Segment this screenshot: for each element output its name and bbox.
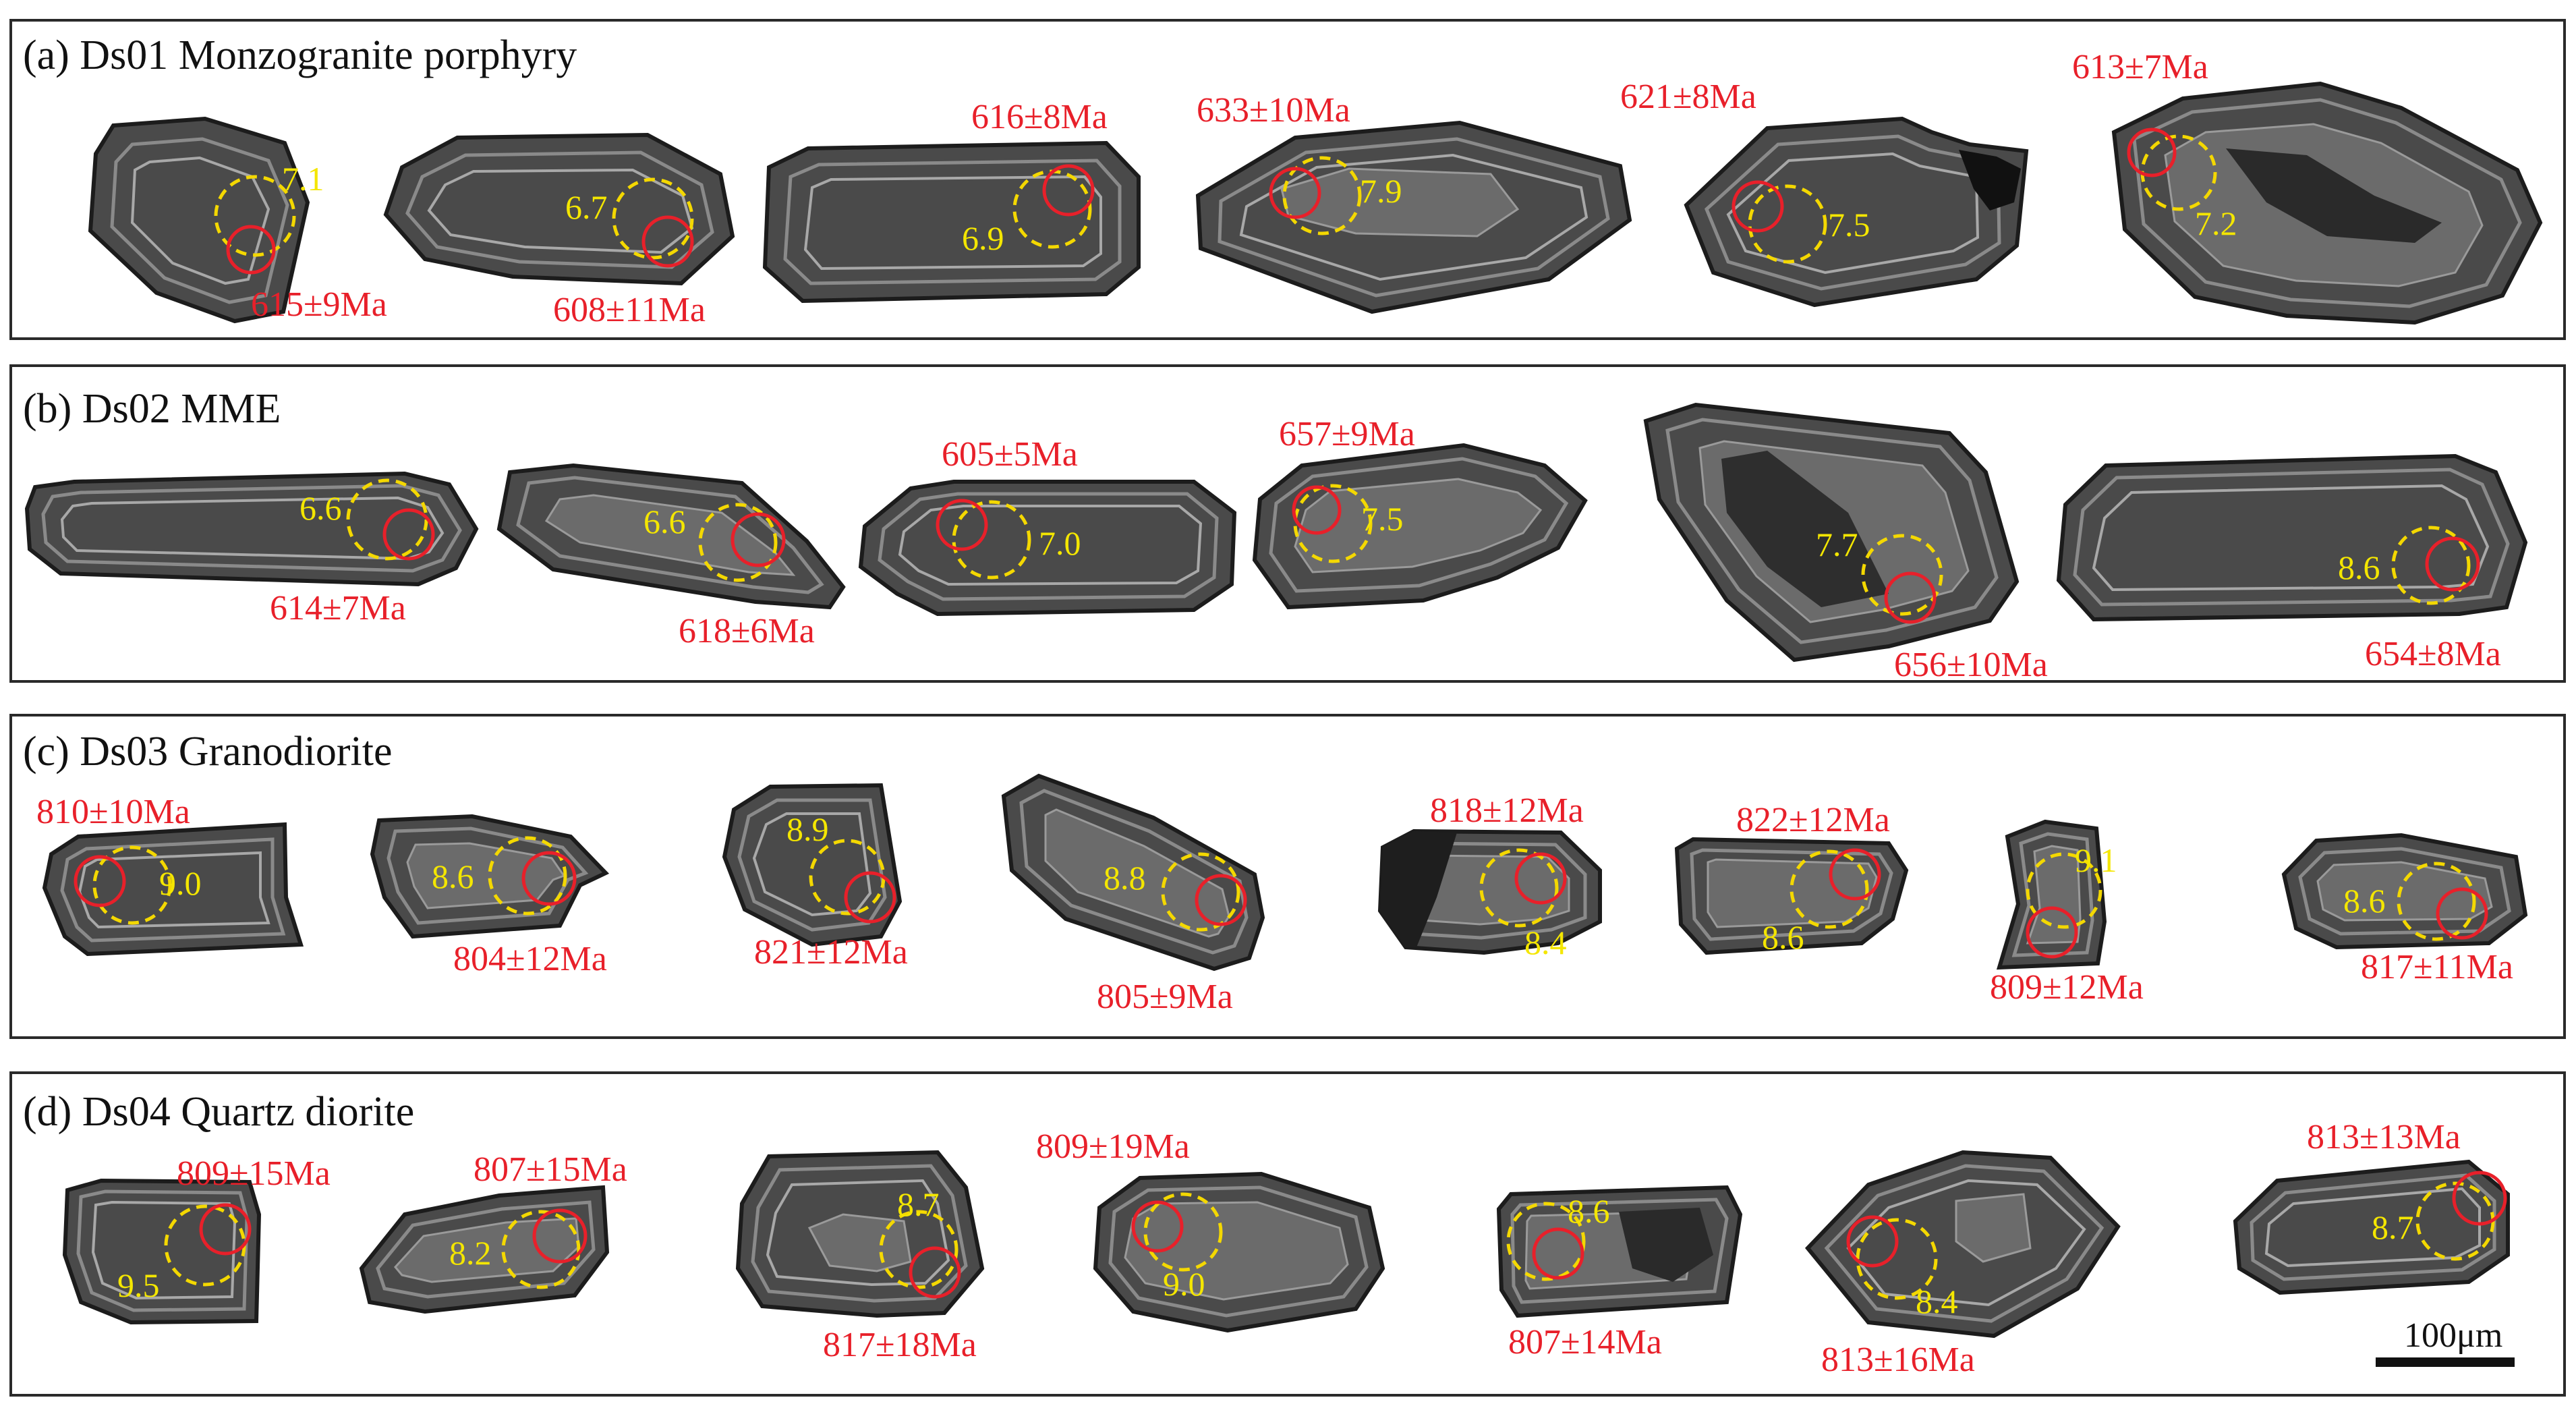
hf-value: 6.6 — [643, 503, 686, 540]
panel-c: (c) Ds03 Granodiorite 9.0 810±10Ma 8.6 8… — [9, 714, 2566, 1039]
hf-value: 8.4 — [1916, 1283, 1958, 1320]
hf-value: 7.9 — [1360, 172, 1402, 210]
grain-c7: 9.1 809±12Ma — [1990, 819, 2144, 1007]
hf-value: 8.6 — [2343, 882, 2386, 920]
age-label: 809±15Ma — [177, 1154, 331, 1193]
age-label: 618±6Ma — [679, 612, 815, 650]
hf-value: 6.9 — [962, 219, 1004, 257]
grain-c2: 8.6 804±12Ma — [370, 814, 610, 978]
age-label: 810±10Ma — [36, 793, 190, 831]
hf-value: 8.6 — [432, 858, 474, 895]
grain-a1: 7.1 615±9Ma — [88, 116, 387, 324]
hf-value: 8.7 — [2372, 1208, 2414, 1246]
age-label: 616±8Ma — [971, 98, 1108, 136]
age-label: 813±16Ma — [1821, 1341, 1975, 1379]
panel-a: (a) Ds01 Monzogranite porphyry 7.1 615±9… — [9, 19, 2566, 340]
panel-d-title: (d) Ds04 Quartz diorite — [23, 1089, 414, 1135]
grain-d5: 8.6 807±14Ma — [1496, 1185, 1743, 1361]
grain-b6: 8.6 654±8Ma — [2056, 453, 2528, 673]
age-label: 818±12Ma — [1430, 791, 1584, 830]
age-label: 821±12Ma — [754, 933, 908, 972]
age-label: 613±7Ma — [2072, 48, 2208, 86]
hf-value: 6.6 — [299, 489, 342, 527]
age-label: 656±10Ma — [1894, 646, 2048, 684]
grain-c8: 8.6 817±11Ma — [2281, 833, 2528, 986]
age-label: 809±12Ma — [1990, 968, 2144, 1007]
panel-a-title: (a) Ds01 Monzogranite porphyry — [23, 32, 577, 78]
age-label: 805±9Ma — [1097, 978, 1233, 1016]
hf-value: 7.1 — [282, 160, 324, 198]
scale-bar: 100μm — [2376, 1316, 2515, 1367]
grain-b2: 6.6 618±6Ma — [496, 463, 846, 650]
hf-value: 7.2 — [2195, 204, 2237, 242]
panel-d: (d) Ds04 Quartz diorite 9.5 809±15Ma 8.2… — [9, 1071, 2566, 1397]
grain-d2: 8.2 807±15Ma — [359, 1150, 627, 1314]
grain-c3: 8.9 821±12Ma — [722, 783, 908, 972]
age-label: 807±15Ma — [474, 1150, 627, 1189]
age-label: 813±13Ma — [2307, 1118, 2461, 1156]
hf-value: 8.2 — [449, 1234, 492, 1272]
scale-bar-line — [2376, 1357, 2515, 1367]
age-label: 633±10Ma — [1197, 91, 1350, 130]
hf-value: 7.5 — [1828, 206, 1870, 244]
hf-value: 7.7 — [1816, 526, 1858, 563]
grain-d4: 9.0 809±19Ma — [1036, 1127, 1385, 1333]
age-label: 605±5Ma — [942, 435, 1078, 474]
grain-b4: 7.5 657±9Ma — [1252, 415, 1588, 610]
age-label: 657±9Ma — [1279, 415, 1415, 453]
hf-value: 9.0 — [1163, 1265, 1205, 1303]
age-label: 804±12Ma — [453, 940, 607, 978]
age-label: 817±11Ma — [2361, 948, 2513, 986]
age-label: 809±19Ma — [1036, 1127, 1190, 1166]
grain-d1: 9.5 809±15Ma — [62, 1154, 331, 1325]
hf-value: 8.6 — [2338, 549, 2380, 586]
hf-value: 7.5 — [1361, 500, 1404, 538]
hf-value: 7.0 — [1039, 524, 1081, 562]
scale-bar-label: 100μm — [2404, 1316, 2502, 1355]
age-label: 822±12Ma — [1736, 801, 1890, 839]
grain-a5: 7.5 621±8Ma — [1620, 78, 2029, 308]
age-label: 615±9Ma — [251, 285, 387, 324]
grain-a3: 6.9 616±8Ma — [762, 98, 1141, 304]
grain-a2: 6.7 608±11Ma — [383, 132, 735, 329]
hf-value: 8.4 — [1524, 924, 1567, 961]
grain-d7: 8.7 813±13Ma — [2233, 1118, 2510, 1295]
grain-b1: 6.6 614±7Ma — [24, 471, 479, 627]
grain-a6: 7.2 613±7Ma — [2072, 48, 2543, 325]
grain-c4: 8.8 805±9Ma — [1001, 773, 1265, 1016]
age-label: 817±18Ma — [823, 1326, 977, 1364]
hf-value: 8.6 — [1762, 918, 1804, 956]
hf-value: 8.8 — [1104, 859, 1146, 897]
age-label: 614±7Ma — [270, 589, 406, 627]
hf-value: 6.7 — [565, 188, 608, 226]
age-label: 654±8Ma — [2365, 635, 2501, 673]
hf-value: 8.6 — [1568, 1192, 1610, 1230]
hf-value: 8.9 — [786, 810, 829, 848]
grain-c6: 8.6 822±12Ma — [1674, 801, 1909, 956]
grain-d6: 8.4 813±16Ma — [1804, 1150, 2121, 1379]
age-label: 807±14Ma — [1508, 1323, 1662, 1361]
grain-c5: 8.4 818±12Ma — [1377, 791, 1602, 961]
hf-value: 9.0 — [159, 864, 202, 902]
panel-b: (b) Ds02 MME 6.6 614±7Ma 6.6 618±6Ma — [9, 364, 2566, 684]
panel-b-title: (b) Ds02 MME — [23, 386, 281, 432]
grain-b3: 7.0 605±5Ma — [858, 435, 1237, 617]
hf-value: 9.5 — [117, 1266, 160, 1304]
grain-d3: 8.7 817±18Ma — [735, 1150, 985, 1364]
hf-value: 8.7 — [897, 1185, 940, 1223]
grain-b5: 7.7 656±10Ma — [1643, 402, 2048, 684]
grain-c1: 9.0 810±10Ma — [36, 793, 304, 957]
panel-c-title: (c) Ds03 Granodiorite — [23, 729, 393, 775]
age-label: 621±8Ma — [1620, 78, 1756, 116]
hf-value: 9.1 — [2075, 841, 2117, 879]
age-label: 608±11Ma — [553, 291, 706, 329]
grain-a4: 7.9 633±10Ma — [1195, 91, 1632, 314]
